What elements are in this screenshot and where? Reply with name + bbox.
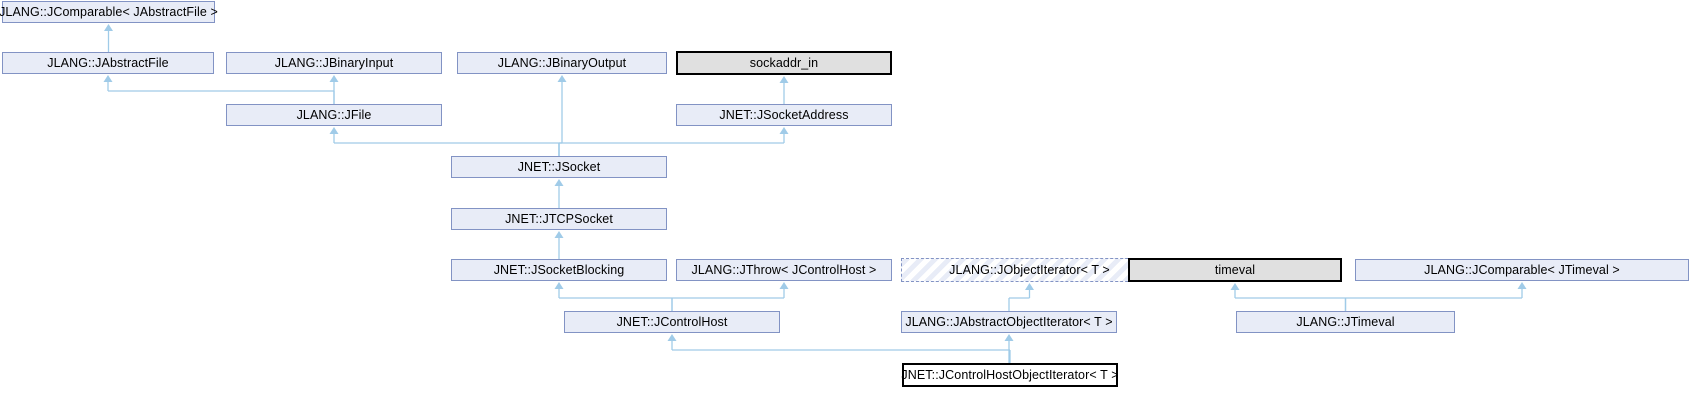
inheritance-edge-jabstractfile-to-jcomparable_jabstractfile bbox=[104, 24, 113, 52]
inheritance-edge-jsocketaddress-to-sockaddr_in bbox=[779, 76, 789, 104]
class-node-label: JLANG::JAbstractFile bbox=[47, 55, 169, 70]
class-node-jbinaryinput[interactable]: JLANG::JBinaryInput bbox=[226, 52, 442, 74]
class-node-jcomparable_jabstractfile[interactable]: JLANG::JComparable< JAbstractFile > bbox=[0, 1, 218, 23]
class-node-label: JNET::JControlHost bbox=[616, 314, 728, 329]
class-node-jabstractobjectiterator_t[interactable]: JLANG::JAbstractObjectIterator< T > bbox=[901, 311, 1117, 333]
class-node-label: JLANG::JFile bbox=[296, 107, 372, 122]
class-node-label: JNET::JSocket bbox=[517, 159, 601, 174]
class-node-jcontrolhost[interactable]: JNET::JControlHost bbox=[564, 311, 780, 333]
inheritance-edge-jcontrolhost-to-jsocketblocking bbox=[554, 282, 673, 311]
class-node-jsocketaddress[interactable]: JNET::JSocketAddress bbox=[676, 104, 892, 126]
inheritance-edge-jsocket-to-jsocketaddress bbox=[558, 127, 789, 156]
inheritance-edge-jfile-to-jbinaryinput bbox=[329, 75, 339, 104]
class-node-jcontrolhostobjectiterator_t[interactable]: JNET::JControlHostObjectIterator< T > bbox=[901, 363, 1119, 387]
inheritance-edge-jfile-to-jabstractfile bbox=[103, 75, 335, 104]
inheritance-edge-jsocketblocking-to-jtcpsocket bbox=[554, 231, 564, 259]
class-node-jtcpsocket[interactable]: JNET::JTCPSocket bbox=[451, 208, 667, 230]
class-node-jabstractfile[interactable]: JLANG::JAbstractFile bbox=[2, 52, 214, 74]
class-node-label: JNET::JTCPSocket bbox=[505, 211, 613, 226]
inheritance-edge-jtimeval-to-timeval bbox=[1230, 283, 1347, 311]
class-node-label: JLANG::JBinaryInput bbox=[274, 55, 394, 70]
class-node-label: sockaddr_in bbox=[749, 55, 819, 70]
class-node-label: JLANG::JBinaryOutput bbox=[497, 55, 627, 70]
class-node-label: JNET::JSocketAddress bbox=[719, 107, 849, 122]
class-node-sockaddr_in[interactable]: sockaddr_in bbox=[676, 51, 892, 75]
class-node-jthrow_jcontrolhost[interactable]: JLANG::JThrow< JControlHost > bbox=[676, 259, 892, 281]
class-node-jsocketblocking[interactable]: JNET::JSocketBlocking bbox=[451, 259, 667, 281]
class-node-label: JLANG::JAbstractObjectIterator< T > bbox=[905, 314, 1113, 329]
inheritance-edge-jsocket-to-jfile bbox=[329, 127, 560, 156]
class-node-label: JLANG::JComparable< JAbstractFile > bbox=[0, 4, 218, 19]
class-node-label: JLANG::JThrow< JControlHost > bbox=[691, 262, 877, 277]
inheritance-edge-jcontrolhostobjectiterator_t-to-jabstractobjectiterator_t bbox=[1004, 334, 1014, 363]
inheritance-edge-jcontrolhost-to-jthrow_jcontrolhost bbox=[671, 282, 789, 311]
class-node-label: JLANG::JComparable< JTimeval > bbox=[1424, 262, 1620, 277]
class-node-jobjectiterator_t[interactable]: JLANG::JObjectIterator< T > bbox=[901, 258, 1158, 282]
class-node-jsocket[interactable]: JNET::JSocket bbox=[451, 156, 667, 178]
class-node-label: JNET::JSocketBlocking bbox=[493, 262, 625, 277]
class-node-label: JLANG::JObjectIterator< T > bbox=[949, 262, 1110, 277]
class-node-label: JLANG::JTimeval bbox=[1296, 314, 1395, 329]
inheritance-edge-jcontrolhostobjectiterator_t-to-jcontrolhost bbox=[667, 334, 1011, 363]
class-node-label: JNET::JControlHostObjectIterator< T > bbox=[901, 367, 1119, 382]
inheritance-edge-jsocket-to-jbinaryoutput bbox=[557, 75, 567, 156]
class-node-label: timeval bbox=[1214, 262, 1256, 277]
class-node-jcomparable_jtimeval[interactable]: JLANG::JComparable< JTimeval > bbox=[1355, 259, 1689, 281]
class-node-jfile[interactable]: JLANG::JFile bbox=[226, 104, 442, 126]
inheritance-edge-jtimeval-to-jcomparable_jtimeval bbox=[1344, 282, 1527, 311]
class-node-jtimeval[interactable]: JLANG::JTimeval bbox=[1236, 311, 1455, 333]
class-node-jbinaryoutput[interactable]: JLANG::JBinaryOutput bbox=[457, 52, 667, 74]
inheritance-edge-jtcpsocket-to-jsocket bbox=[554, 179, 564, 208]
inheritance-edge-jabstractobjectiterator_t-to-jobjectiterator_t bbox=[1008, 283, 1034, 311]
class-node-timeval[interactable]: timeval bbox=[1128, 258, 1342, 282]
